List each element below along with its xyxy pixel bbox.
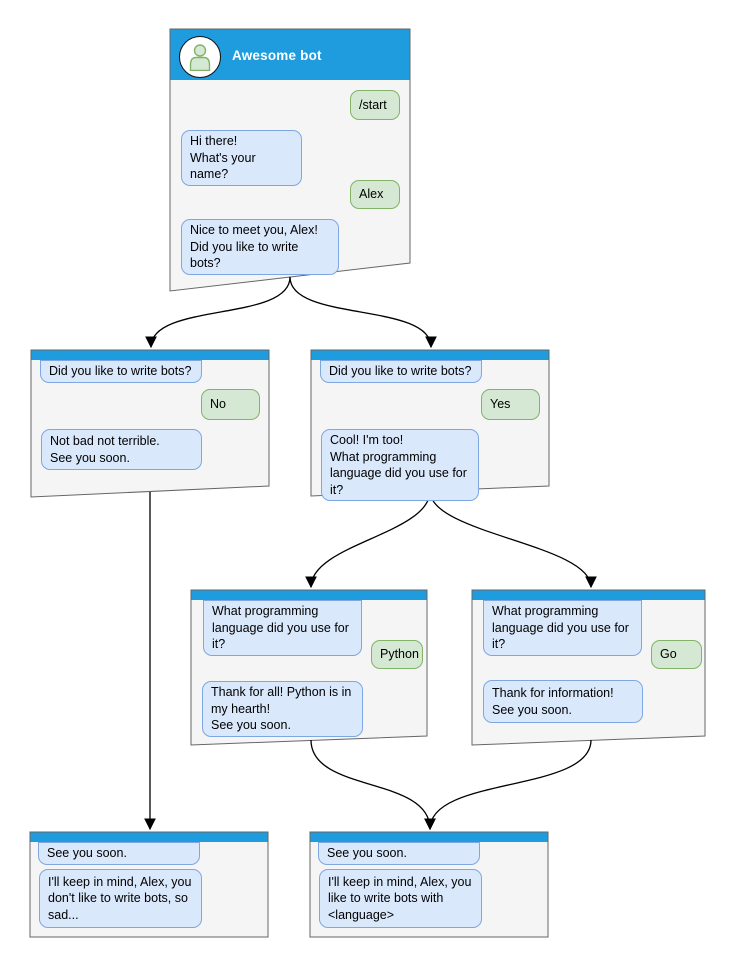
message-bubble-bot: Nice to meet you, Alex! Did you like to … — [181, 219, 339, 275]
arrow-go-to-end-yes — [424, 739, 592, 831]
chat-window-branch-no-border — [30, 349, 270, 498]
message-bubble-bot: What programming language did you use fo… — [483, 600, 642, 656]
message-bubble-user: Go — [651, 640, 702, 669]
chat-window-branch-python-header — [191, 590, 427, 600]
chat-window-end-yes-border — [309, 831, 549, 938]
message-bubble-bot: Hi there! What's your name? — [181, 130, 302, 186]
message-bubble-bot: I'll keep in mind, Alex, you don't like … — [39, 869, 202, 928]
message-bubble-user: /start — [350, 90, 400, 120]
message-bubble-bot: I'll keep in mind, Alex, you like to wri… — [319, 869, 482, 928]
message-bubble-bot: Did you like to write bots? — [40, 360, 202, 383]
message-bubble-bot: Cool! I'm too! What programming language… — [321, 429, 479, 501]
message-bubble-user: No — [201, 389, 260, 420]
chat-window-end-no-header — [30, 832, 268, 842]
message-bubble-bot: See you soon. — [38, 842, 200, 865]
chat-window-end-yes-header — [310, 832, 548, 842]
chat-window-branch-go-border — [471, 589, 706, 746]
arrow-branch-yes-to-python — [305, 490, 431, 589]
arrow-main-to-branch-yes — [289, 276, 437, 349]
arrow-branch-yes-to-go — [429, 490, 597, 589]
message-bubble-bot: What programming language did you use fo… — [203, 600, 362, 656]
arrow-main-to-branch-no — [145, 276, 291, 349]
message-bubble-user: Alex — [350, 180, 400, 209]
bot-avatar — [179, 36, 221, 78]
person-icon — [189, 44, 211, 71]
message-bubble-bot: Thank for information! See you soon. — [483, 680, 643, 723]
chat-window-end-no-border — [29, 831, 269, 938]
chat-window-branch-python-border — [190, 589, 428, 746]
chat-window-branch-yes-border — [310, 349, 550, 497]
message-bubble-bot: Not bad not terrible. See you soon. — [41, 429, 202, 470]
message-bubble-bot: Thank for all! Python is in my hearth! S… — [202, 681, 363, 737]
chat-window-branch-go-header — [472, 590, 705, 600]
chat-window-branch-no-header — [31, 350, 269, 360]
arrow-python-to-end-yes — [310, 739, 436, 831]
message-bubble-user: Yes — [481, 389, 540, 420]
message-bubble-user: Python — [371, 640, 423, 669]
message-bubble-bot: Did you like to write bots? — [320, 360, 482, 383]
message-bubble-bot: See you soon. — [318, 842, 480, 865]
chat-window-main-border — [169, 28, 411, 292]
chat-window-branch-yes-header — [311, 350, 549, 360]
bot-window-title: Awesome bot — [232, 48, 322, 63]
